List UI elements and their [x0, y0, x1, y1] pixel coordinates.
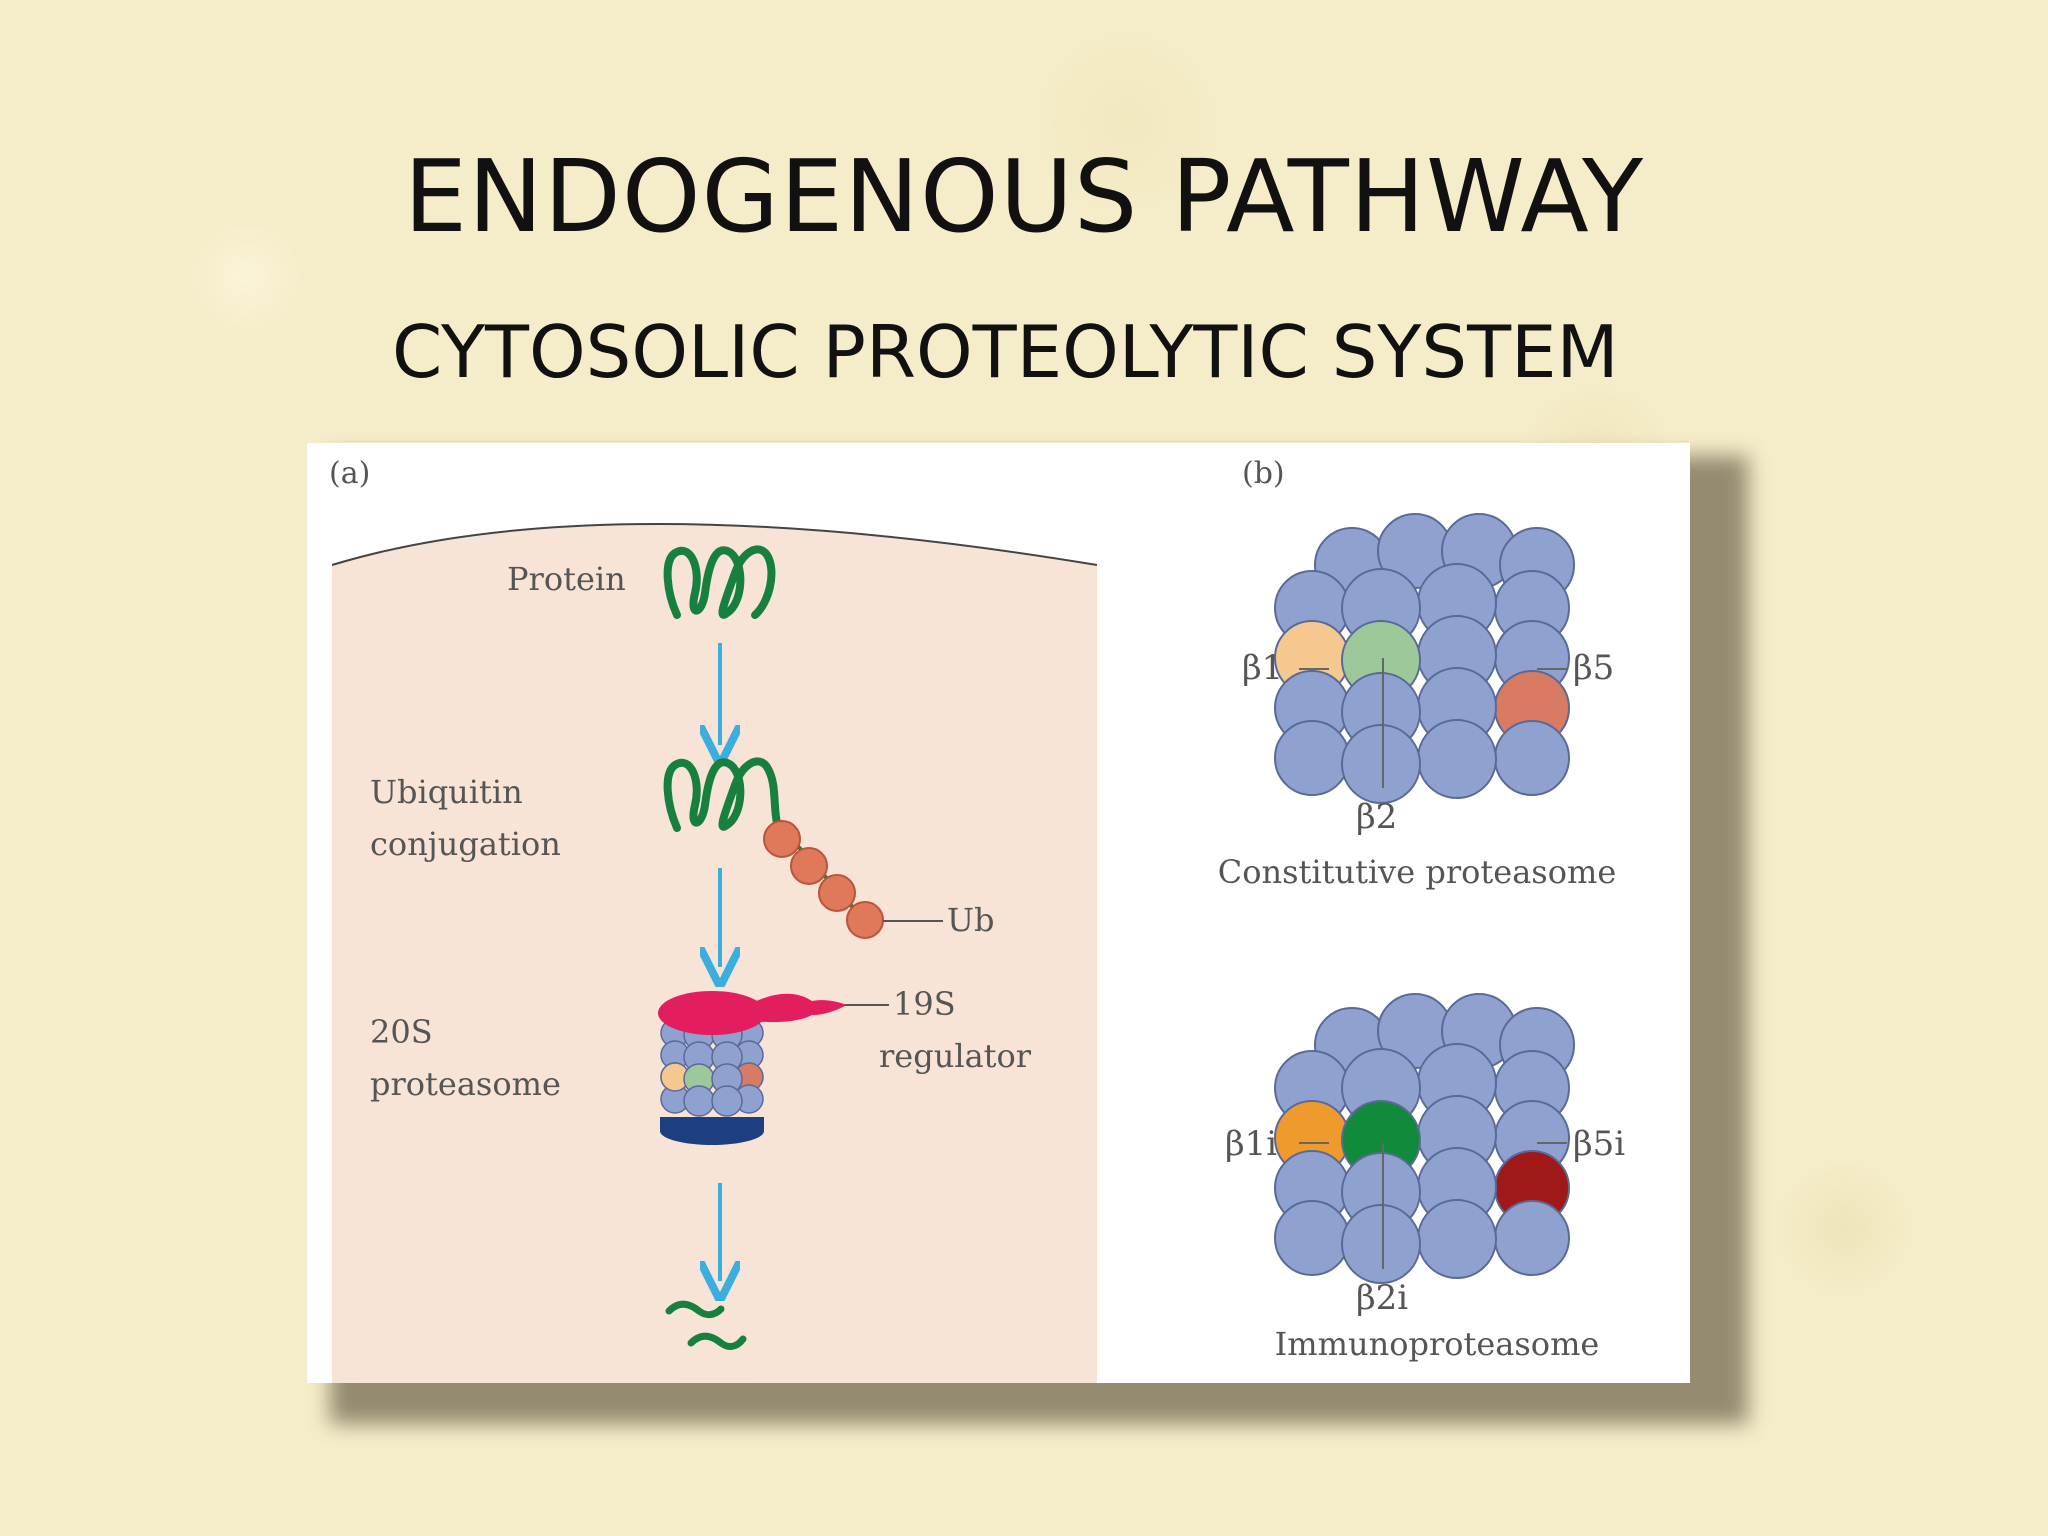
ubiquitin-label-line1: Ubiquitin: [370, 773, 523, 811]
constitutive-caption: Constitutive proteasome: [1218, 853, 1617, 891]
b5i-label: β5i: [1573, 1124, 1625, 1164]
b1i-label: β1i: [1225, 1124, 1277, 1164]
immuno-caption: Immunoproteasome: [1275, 1325, 1600, 1363]
proteasome-figure: (a) Protein Ubiquitin conjugation Ub 20S…: [307, 443, 1690, 1383]
protein-coil-icon: [663, 545, 776, 619]
ubiquitinated-protein-icon: [663, 757, 884, 939]
regulator-label-line2: regulator: [879, 1037, 1032, 1075]
b1-label: β1: [1242, 648, 1283, 688]
ubiquitin-label-line2: conjugation: [370, 825, 561, 863]
protein-label: Protein: [507, 560, 626, 598]
cell-membrane: [331, 523, 1098, 566]
peptide-fragments-icon: [665, 1300, 747, 1350]
small-proteasome-icon: [660, 1018, 764, 1145]
b2-label: β2: [1356, 797, 1397, 837]
regulator-label-line1: 19S: [893, 985, 956, 1023]
slide-title: ENDOGENOUS PATHWAY: [403, 138, 1645, 255]
panel-b-label: (b): [1242, 456, 1285, 491]
panel-a-label: (a): [329, 456, 370, 491]
slide-subtitle: CYTOSOLIC PROTEOLYTIC SYSTEM: [392, 310, 1619, 394]
proteasome-label-line2: proteasome: [370, 1065, 561, 1103]
19s-regulator-icon: [658, 991, 847, 1035]
cytosol-region: [332, 524, 1097, 1383]
proteasome-label-line1: 20S: [370, 1013, 433, 1051]
immunoproteasome-icon: [1274, 993, 1575, 1284]
b2i-label: β2i: [1356, 1278, 1408, 1318]
b5-label: β5: [1573, 648, 1614, 688]
ub-label: Ub: [947, 901, 994, 939]
constitutive-proteasome-icon: [1274, 513, 1575, 804]
